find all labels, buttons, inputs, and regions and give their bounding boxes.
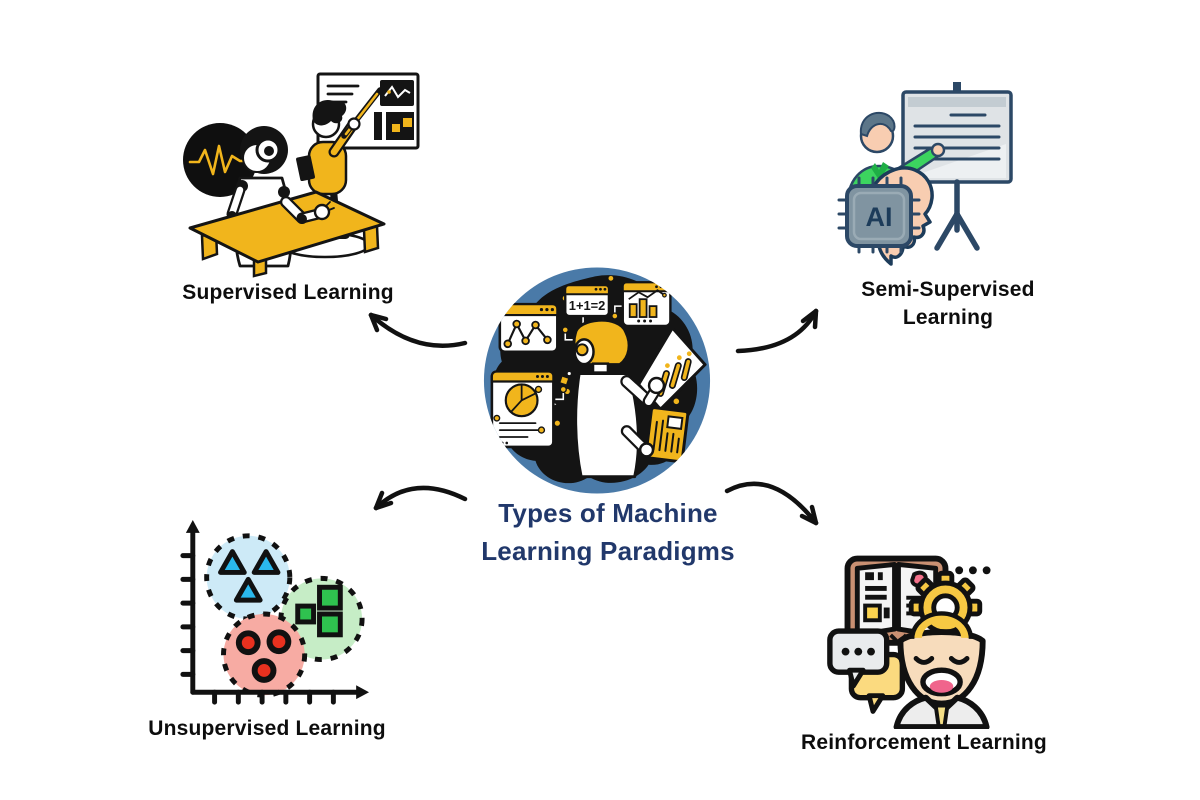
equation-text: 1+1=2 <box>569 298 606 313</box>
shoulders <box>893 694 990 729</box>
page-title-line1: Types of Machine <box>498 498 718 528</box>
cluster-blue <box>204 533 293 622</box>
equation-window: 1+1=2 <box>564 284 611 318</box>
unsupervised-learning-illustration <box>180 519 370 705</box>
arrow-to-reinforcement-icon <box>724 481 819 526</box>
happy-head <box>897 611 986 707</box>
ellipsis-dots <box>955 566 991 575</box>
cluster-red <box>221 611 308 698</box>
bar-chart-window <box>621 281 672 328</box>
semi-supervised-learning-illustration: AI <box>837 82 1013 266</box>
reinforcement-learning-label: Reinforcement Learning <box>801 731 1047 754</box>
arrow-to-semi-supervised-icon <box>735 308 819 354</box>
reinforcement-learning-illustration <box>827 555 991 729</box>
robot-arm <box>280 196 335 224</box>
ai-chip-text: AI <box>866 202 893 232</box>
page-title-line2: Learning Paradigms <box>481 536 735 566</box>
speech-bubbles <box>827 628 906 714</box>
supervised-learning-illustration <box>183 72 420 278</box>
page-title: Types of Machine Learning Paradigms <box>440 494 776 570</box>
ai-chip: AI <box>837 176 921 254</box>
scatter-axes <box>180 527 362 705</box>
arrow-to-unsupervised-icon <box>373 485 468 511</box>
semi-supervised-learning-label: Semi-Supervised Learning <box>861 278 1035 329</box>
data-card <box>644 406 690 464</box>
robot <box>572 318 690 479</box>
line-chart-window <box>498 302 559 354</box>
machine-learning-center-icon: 1+1=2 <box>483 267 711 494</box>
tripod <box>934 179 980 251</box>
arrow-to-supervised-icon <box>368 312 468 348</box>
pie-chart-window <box>490 370 555 449</box>
cluster-green <box>278 575 365 663</box>
unsupervised-learning-label: Unsupervised Learning <box>148 717 386 740</box>
desk <box>188 190 386 278</box>
supervised-learning-label: Supervised Learning <box>182 281 394 304</box>
